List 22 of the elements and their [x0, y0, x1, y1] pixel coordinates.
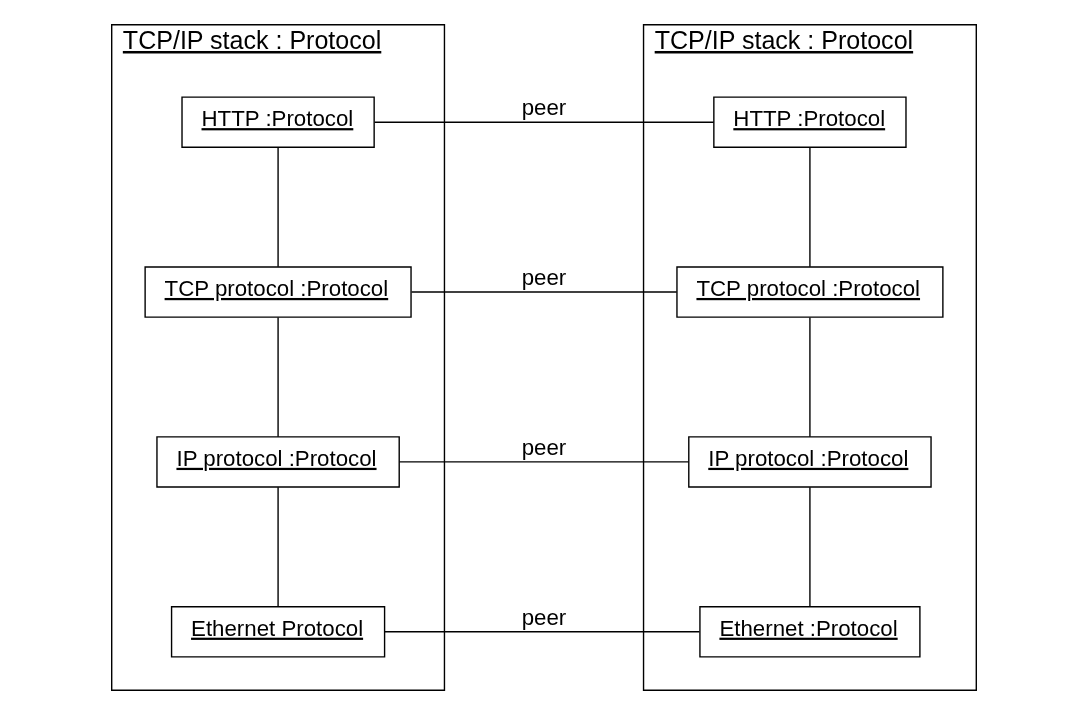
connector	[276, 486, 279, 608]
connector	[808, 316, 811, 438]
node-box: HTTP :Protocol	[712, 96, 907, 148]
node-box: Ethernet Protocol	[170, 606, 385, 658]
connector	[808, 146, 811, 268]
edge-label: peer	[521, 434, 566, 460]
edge-label: peer	[521, 264, 566, 290]
node-box: IP protocol :Protocol	[155, 436, 400, 488]
edge-label: peer	[521, 94, 566, 120]
node-box: TCP protocol :Protocol	[143, 266, 412, 318]
node-box: HTTP :Protocol	[180, 96, 375, 148]
connector	[410, 291, 677, 293]
edge-label: peer	[521, 604, 566, 630]
connector	[373, 121, 714, 123]
connector	[808, 486, 811, 608]
node-box: TCP protocol :Protocol	[675, 266, 944, 318]
node-box: Ethernet :Protocol	[698, 606, 921, 658]
connector	[276, 316, 279, 438]
node-box: IP protocol :Protocol	[687, 436, 932, 488]
connector	[383, 631, 700, 633]
connector	[276, 146, 279, 268]
connector	[398, 461, 689, 463]
